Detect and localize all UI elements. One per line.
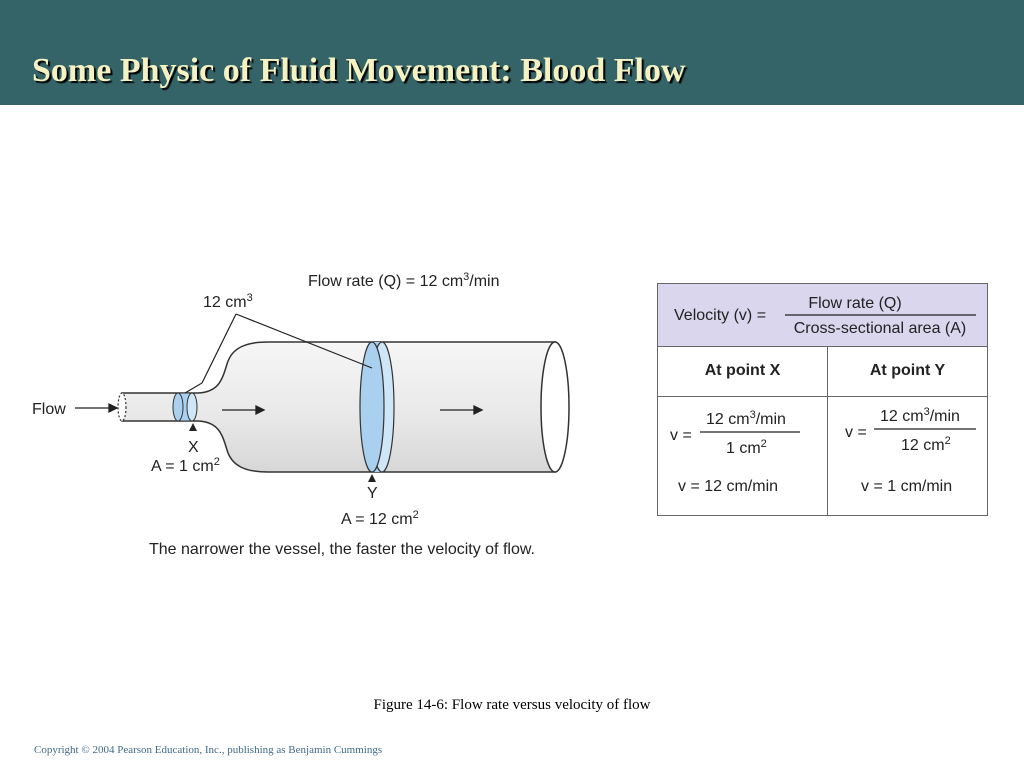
title-bar (0, 0, 1024, 105)
y-v-equals: v = (845, 424, 867, 441)
point-y-marker (368, 474, 376, 482)
flow-label: Flow (32, 401, 66, 418)
copyright-notice: Copyright © 2004 Pearson Education, Inc.… (34, 744, 383, 756)
table-formulas: Velocity (v) = Flow rate (Q) Cross-secti… (670, 295, 976, 495)
figure-caption: Figure 14-6: Flow rate versus velocity o… (373, 697, 651, 713)
y-result: v = 1 cm/min (861, 478, 952, 495)
inlet-opening (117, 392, 127, 422)
column-divider (827, 346, 828, 515)
x-v-equals: v = (670, 427, 692, 444)
velocity-table: At point X At point Y Velocity (v) = Flo… (657, 283, 988, 516)
y-numerator: 12 cm3/min (880, 406, 960, 425)
col-y-header: At point Y (828, 346, 987, 397)
x-result: v = 12 cm/min (678, 478, 778, 495)
flow-rate-label: Flow rate (Q) = 12 cm3/min (308, 271, 500, 290)
slide-title: Some Physic of Fluid Movement: Blood Flo… (32, 52, 686, 89)
formula-denominator: Cross-sectional area (A) (794, 320, 967, 337)
flow-arrows (75, 402, 484, 416)
y-denominator: 12 cm2 (901, 435, 951, 454)
x-numerator: 12 cm3/min (706, 409, 786, 428)
diagram-subcaption: The narrower the vessel, the faster the … (149, 541, 535, 558)
point-y-label: Y (367, 485, 378, 502)
x-denominator: 1 cm2 (726, 438, 767, 457)
leader-lines (184, 313, 373, 394)
formula-lhs: Velocity (v) = (674, 307, 766, 324)
outlet-opening (540, 341, 570, 473)
point-x-marker (189, 423, 197, 431)
col-x-header: At point X (658, 346, 827, 397)
point-y-area: A = 12 cm2 (341, 509, 419, 528)
point-x-area: A = 1 cm2 (151, 456, 220, 475)
point-x-label: X (188, 439, 199, 456)
volume-label: 12 cm3 (203, 292, 253, 311)
formula-numerator: Flow rate (Q) (808, 295, 901, 312)
